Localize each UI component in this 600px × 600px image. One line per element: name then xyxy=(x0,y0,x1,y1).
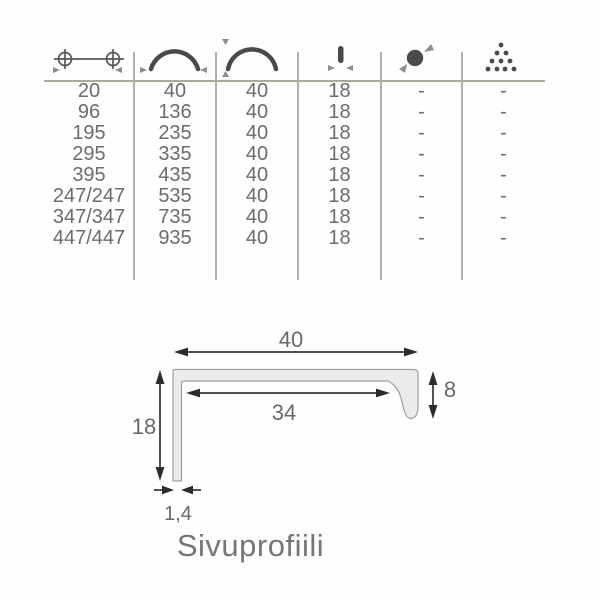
table-cell: - xyxy=(500,227,507,249)
table-cell: 40 xyxy=(245,122,269,144)
table-cell: - xyxy=(418,122,425,144)
header-cell-length xyxy=(134,38,216,78)
table-cell: 935 xyxy=(158,227,192,249)
table-cell: 96 xyxy=(77,101,101,123)
projection-depth-icon xyxy=(328,46,353,71)
table-cell: - xyxy=(418,80,425,102)
table-header-rule xyxy=(44,80,545,82)
header-cell-diameter xyxy=(381,38,462,78)
table-cell: 18 xyxy=(328,143,351,165)
table-cell: 18 xyxy=(328,101,351,123)
table-row: 195 235 40 18 - - xyxy=(44,123,545,144)
side-profile-drawing: 40 34 18 8 1,4 xyxy=(132,327,456,525)
table-cell: - xyxy=(418,164,425,186)
header-cell-height xyxy=(216,38,298,78)
column-divider xyxy=(297,52,299,280)
table-cell: 335 xyxy=(158,143,192,165)
table-cell: 136 xyxy=(158,101,192,123)
table-cell: 40 xyxy=(245,185,269,207)
table-cell: - xyxy=(418,227,425,249)
table-cell: - xyxy=(500,80,507,102)
dim-label-width: 40 xyxy=(279,327,303,352)
table-cell: 18 xyxy=(328,122,351,144)
profile-cross-section xyxy=(172,368,419,482)
table-body: 20 40 40 18 - - 96 136 40 18 - - 195 235… xyxy=(44,81,545,249)
table-row: 347/347 735 40 18 - - xyxy=(44,207,545,228)
table-cell: 40 xyxy=(245,143,269,165)
table-cell: 40 xyxy=(245,206,269,228)
column-divider xyxy=(215,52,217,280)
table-row: 96 136 40 18 - - xyxy=(44,102,545,123)
table-cell: - xyxy=(500,206,507,228)
table-cell: 435 xyxy=(158,164,192,186)
dimension-left-height-18: 18 xyxy=(132,370,165,481)
header-cell-depth xyxy=(298,38,381,78)
dim-label-left-height: 18 xyxy=(132,414,156,439)
table-cell: - xyxy=(418,101,425,123)
table-row: 295 335 40 18 - - xyxy=(44,144,545,165)
table-cell: 18 xyxy=(328,80,351,102)
hole-distance-icon xyxy=(53,49,124,73)
table-cell: - xyxy=(418,185,425,207)
table-row: 20 40 40 18 - - xyxy=(44,81,545,102)
table-cell: 347/347 xyxy=(52,206,126,228)
table-row: 395 435 40 18 - - xyxy=(44,165,545,186)
table-row: 247/247 535 40 18 - - xyxy=(44,186,545,207)
dim-label-inner-width: 34 xyxy=(272,400,296,425)
table-cell: 735 xyxy=(158,206,192,228)
table-header-icons xyxy=(44,38,545,78)
table-cell: 40 xyxy=(245,164,269,186)
diameter-icon xyxy=(399,44,434,73)
table-cell: 40 xyxy=(245,227,269,249)
table-cell: - xyxy=(500,101,507,123)
table-cell: 20 xyxy=(77,80,101,102)
table-cell: - xyxy=(418,206,425,228)
table-row: 447/447 935 40 18 - - xyxy=(44,228,545,249)
table-cell: 40 xyxy=(245,101,269,123)
dim-label-right-height: 8 xyxy=(444,377,456,402)
table-cell: - xyxy=(500,143,507,165)
table-cell: 195 xyxy=(72,122,106,144)
table-cell: 40 xyxy=(245,80,269,102)
table-cell: 18 xyxy=(328,227,351,249)
table-cell: 395 xyxy=(72,164,106,186)
table-cell: 535 xyxy=(158,185,192,207)
handle-height-icon xyxy=(222,39,279,77)
table-cell: - xyxy=(500,122,507,144)
table-cell: - xyxy=(500,164,507,186)
dimension-width-40: 40 xyxy=(174,327,418,357)
dim-label-thickness: 1,4 xyxy=(164,503,192,525)
table-cell: - xyxy=(418,143,425,165)
column-divider xyxy=(380,52,382,280)
table-cell: 18 xyxy=(328,164,351,186)
table-cell: 447/447 xyxy=(52,227,126,249)
table-cell: 247/247 xyxy=(52,185,126,207)
dimension-thickness-1-4: 1,4 xyxy=(154,485,201,525)
header-cell-hole-distance xyxy=(44,38,134,78)
quantity-dots-icon xyxy=(485,42,517,72)
handle-length-icon xyxy=(140,49,207,73)
drawing-title: Sivuprofiili xyxy=(176,528,325,563)
header-cell-quantity xyxy=(462,38,545,78)
dimension-right-height-8: 8 xyxy=(428,371,456,419)
column-divider xyxy=(133,52,135,280)
table-cell: 40 xyxy=(163,80,187,102)
dimension-inner-width-34: 34 xyxy=(186,388,390,425)
table-cell: 295 xyxy=(72,143,106,165)
table-cell: 235 xyxy=(158,122,192,144)
spec-table: 20 40 40 18 - - 96 136 40 18 - - 195 235… xyxy=(44,36,545,286)
table-cell: 18 xyxy=(328,206,351,228)
column-divider xyxy=(461,52,463,280)
table-cell: - xyxy=(500,185,507,207)
table-cell: 18 xyxy=(328,185,351,207)
